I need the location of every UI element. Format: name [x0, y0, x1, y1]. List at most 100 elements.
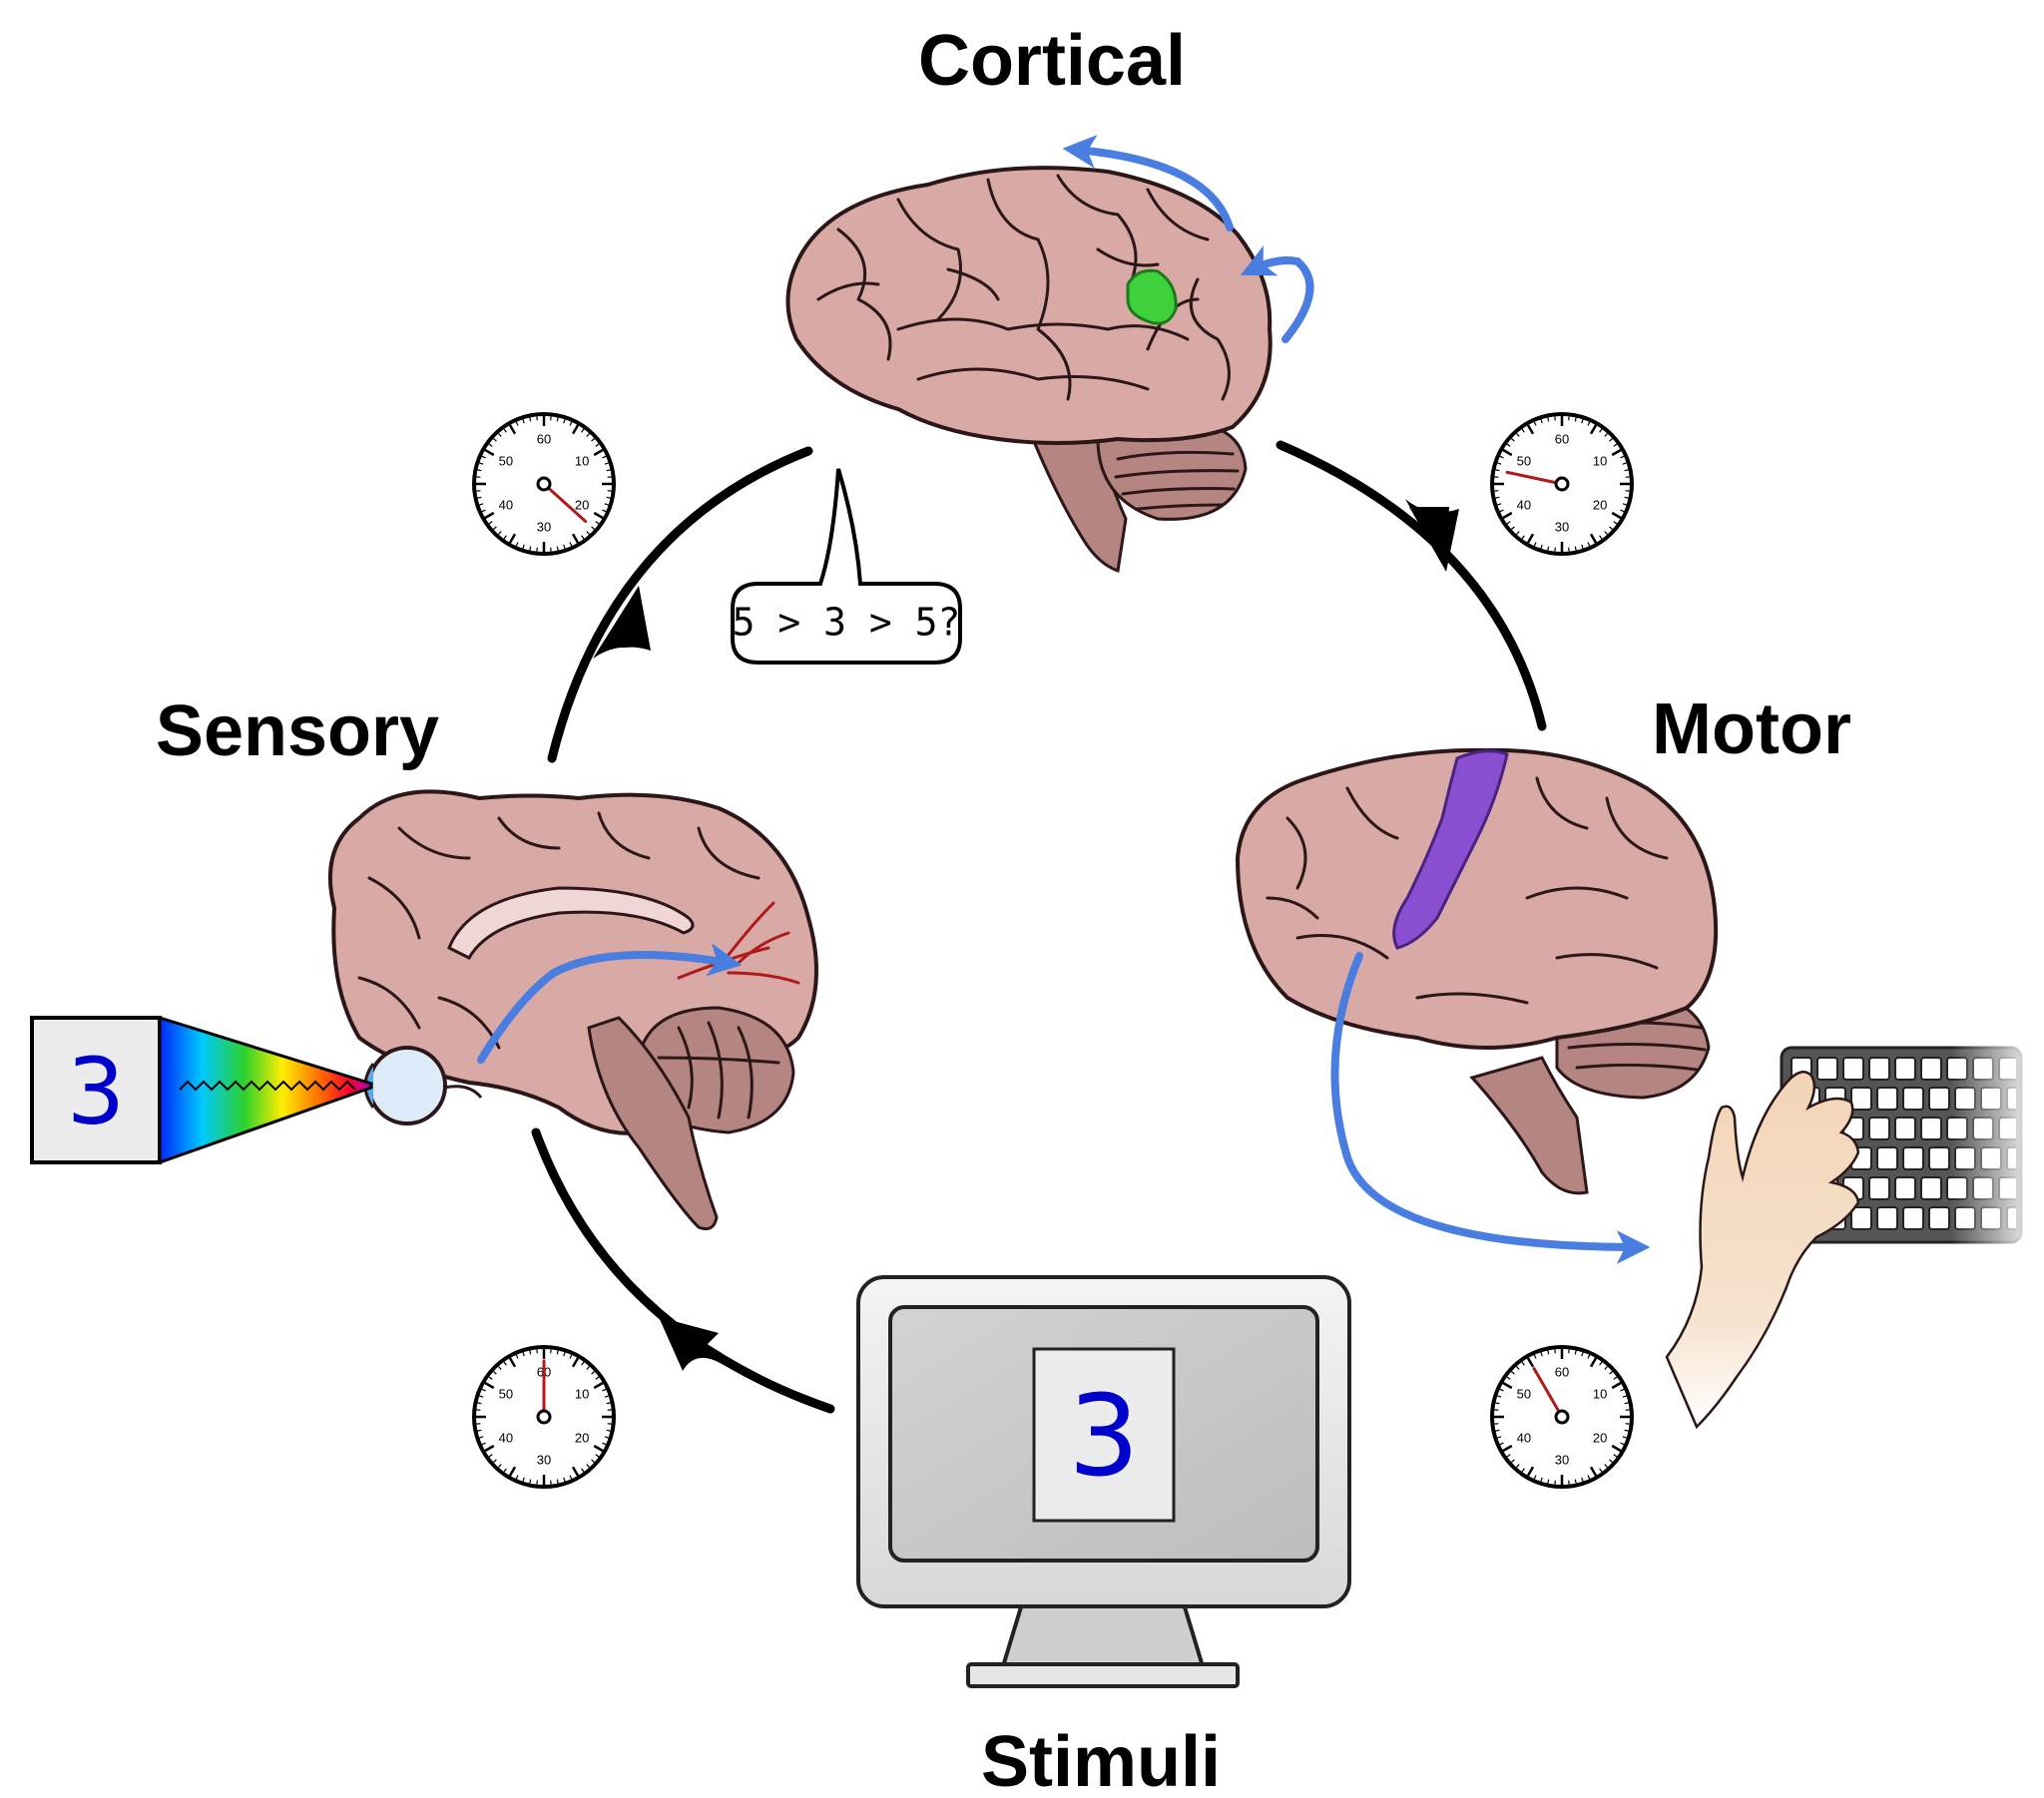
timer-tick-label: 10: [1593, 1386, 1607, 1401]
sensory-signal-arrow: [477, 943, 743, 1064]
timer-hand: [1532, 1367, 1564, 1419]
timer-tick: [529, 1350, 532, 1355]
timer-tick: [493, 526, 497, 530]
timer-tick: [522, 1352, 525, 1357]
timer-tick: [1540, 544, 1543, 549]
monitor: 3: [856, 1275, 1351, 1688]
cortical-brain-illustration: [785, 135, 1314, 574]
timer-tick: [1547, 417, 1550, 422]
timer-tick: [556, 417, 559, 422]
timer-tick: [556, 546, 559, 551]
timer-tick: [1587, 421, 1591, 426]
keyboard: [1777, 1046, 2026, 1245]
timer-tick: [586, 433, 590, 437]
timer-tick: [481, 1388, 486, 1392]
timer-tick: [571, 1357, 580, 1368]
timer-tick: [1622, 1436, 1627, 1439]
motor-sulci: [1266, 776, 1669, 1005]
timer-tick-label: 50: [499, 1386, 513, 1401]
timer-tick: [493, 438, 497, 442]
timer-tick: [1620, 1388, 1625, 1392]
timer-tick: [484, 511, 495, 520]
timer-tick: [595, 521, 600, 525]
sensory-brain-illustration: [327, 789, 818, 1231]
timer-tick: [1497, 1395, 1502, 1398]
timer-tick: [503, 1468, 507, 1473]
timer-tick: [1609, 1459, 1613, 1463]
timer-tick: [1613, 1454, 1618, 1458]
cycle-arrow-cortical-to-motor: [1276, 440, 1547, 731]
timer-tick: [498, 433, 502, 437]
timer-tick: [529, 546, 532, 551]
timer-tick: [522, 544, 525, 549]
timer-tick: [1521, 535, 1525, 540]
timer-hand: [542, 482, 588, 523]
timer-tick: [563, 419, 566, 424]
timer-tick: [1622, 1395, 1627, 1398]
timer-tick: [484, 1444, 495, 1453]
timer-tick-label: 30: [1555, 1452, 1569, 1467]
timer-hub: [536, 1409, 552, 1425]
timer-tick-label: 20: [1593, 497, 1607, 512]
timer-tick: [1587, 1475, 1591, 1480]
timer-tick: [1624, 469, 1629, 472]
timer-tick: [479, 462, 484, 465]
cortical-loop-arrow-large: [1062, 135, 1234, 231]
label-sensory: Sensory: [156, 691, 439, 771]
timer-tick-label: 40: [499, 1430, 513, 1445]
timer-tick: [515, 1354, 519, 1359]
timer-tick: [563, 1477, 566, 1482]
timer-tick: [1609, 1371, 1613, 1375]
timer-tick: [508, 533, 517, 544]
timer-tick: [1587, 542, 1591, 547]
timer-tick: [1526, 1466, 1535, 1477]
timer-tick-label: 40: [499, 497, 513, 512]
timer-tick: [1581, 544, 1584, 549]
timer-tick: [581, 535, 585, 540]
timer-tick: [1613, 443, 1618, 447]
timer-tick: [477, 1402, 482, 1405]
cycle-arrow-sensory-to-cortical: [547, 446, 813, 763]
timer-tick: [1495, 1402, 1500, 1405]
timer-tick: [1581, 1352, 1584, 1357]
timer-tick: [479, 1436, 484, 1439]
timer-tick: [1574, 546, 1577, 551]
timer-tick: [488, 1376, 493, 1380]
timer-tick: [479, 1395, 484, 1398]
monitor-stand: [1000, 1598, 1206, 1668]
timer-tick: [1589, 533, 1598, 544]
timer-tick: [1497, 1436, 1502, 1439]
timer-tick: [1581, 1477, 1584, 1482]
retinal-input: 3: [30, 1015, 373, 1165]
timer-tick: [563, 1352, 566, 1357]
timer-tick: [602, 1388, 607, 1392]
timer-tick: [1533, 1354, 1537, 1359]
stimulus-digit: 3: [1068, 1372, 1139, 1502]
timer-tick: [1502, 1444, 1513, 1453]
timer-tick: [508, 1357, 517, 1368]
timer-tick-label: 30: [1555, 519, 1569, 534]
timer-tick: [1533, 542, 1537, 547]
timer-tick: [1611, 1444, 1622, 1453]
timer-tick: [1604, 1366, 1608, 1370]
timer-tick: [481, 1442, 486, 1446]
cycle-arrow-stimuli-to-sensory: [531, 1127, 835, 1414]
eyeball: [367, 1046, 447, 1125]
timer-tick: [591, 526, 595, 530]
timer-tick: [1609, 438, 1613, 442]
timer-tick: [604, 503, 609, 506]
timer-tick: [1604, 433, 1608, 437]
timer-tick: [1499, 509, 1504, 513]
timer-tick: [581, 428, 585, 433]
timer-tick-label: 20: [1593, 1430, 1607, 1445]
label-motor: Motor: [1652, 689, 1851, 769]
timer-tick: [569, 421, 573, 426]
timer-tick: [481, 455, 486, 459]
timer-tick: [1611, 448, 1622, 457]
timer-tick-label: 50: [1517, 1386, 1531, 1401]
timer-tick-label: 40: [1517, 497, 1531, 512]
timer-tick: [481, 509, 486, 513]
timer-tick: [1574, 1350, 1577, 1355]
